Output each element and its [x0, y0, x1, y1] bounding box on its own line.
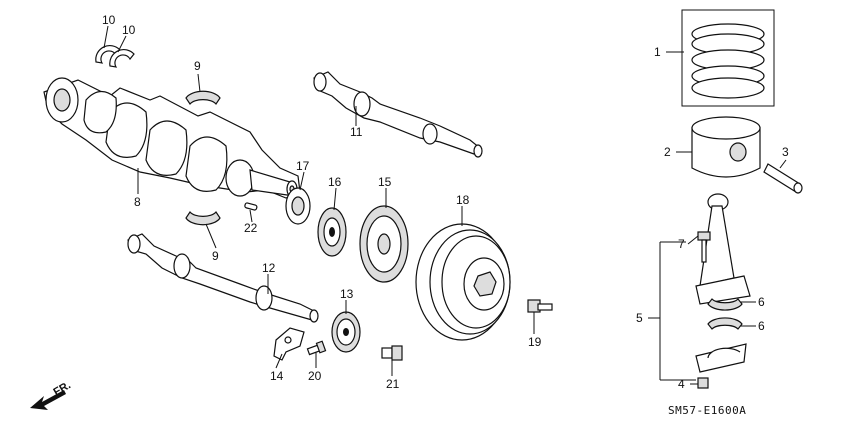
rod-bearing-upper[interactable] — [707, 298, 743, 311]
pulley-bolt[interactable] — [527, 299, 553, 313]
woodruff-key[interactable] — [244, 202, 258, 211]
crankshaft-pulley[interactable] — [415, 223, 511, 341]
callout-18: 18 — [456, 193, 470, 207]
callout-10b: 10 — [122, 23, 136, 37]
piston-pin[interactable] — [763, 163, 803, 194]
connecting-rod[interactable] — [695, 193, 751, 305]
rod-bearing-lower[interactable] — [707, 317, 743, 330]
callout-8: 8 — [134, 195, 141, 209]
callout-7: 7 — [678, 237, 685, 251]
callout-10a: 10 — [102, 13, 116, 27]
balancer-shaft-upper[interactable] — [313, 71, 483, 158]
piston-ring-set[interactable] — [681, 9, 775, 107]
diagram-code: SM57-E1600A — [668, 404, 746, 417]
crank-washer[interactable] — [285, 187, 311, 225]
callout-12: 12 — [262, 261, 276, 275]
callout-9a: 9 — [194, 59, 201, 73]
connecting-rod-cap[interactable] — [695, 343, 747, 373]
main-bearing-upper[interactable] — [185, 90, 221, 106]
leader-lines — [103, 25, 787, 385]
callout-13: 13 — [340, 287, 354, 301]
thrust-washer-pair[interactable] — [95, 44, 135, 68]
oil-pump-chain-guide[interactable] — [273, 327, 305, 361]
balancer-drive-gear[interactable] — [331, 311, 361, 353]
main-bearing-lower[interactable] — [185, 210, 221, 226]
callout-9b: 9 — [212, 249, 219, 263]
crankshaft[interactable] — [43, 77, 301, 199]
callout-16: 16 — [328, 175, 342, 189]
callout-labels: 1 2 3 4 5 6 6 7 8 9 9 10 10 11 12 13 14 … — [102, 13, 789, 391]
callout-17: 17 — [296, 159, 310, 173]
callout-15: 15 — [378, 175, 392, 189]
front-arrow: FR. — [30, 379, 73, 410]
bolt-21[interactable] — [381, 345, 403, 361]
piston[interactable] — [691, 116, 761, 178]
callout-21: 21 — [386, 377, 400, 391]
callout-6a: 6 — [758, 295, 765, 309]
callout-19: 19 — [528, 335, 542, 349]
callout-20: 20 — [308, 369, 322, 383]
bolt-20[interactable] — [306, 340, 327, 356]
callout-4: 4 — [678, 377, 685, 391]
callout-5: 5 — [636, 311, 643, 325]
callout-2: 2 — [664, 145, 671, 159]
callout-14: 14 — [270, 369, 284, 383]
balancer-shaft-lower[interactable] — [127, 233, 319, 323]
front-arrow-icon — [30, 390, 66, 410]
callout-1: 1 — [654, 45, 661, 59]
rod-nut[interactable] — [697, 377, 709, 389]
callout-11: 11 — [350, 125, 363, 139]
timing-sprocket[interactable] — [317, 207, 347, 257]
front-label: FR. — [52, 379, 73, 398]
timing-belt-pulley[interactable] — [359, 205, 409, 283]
callout-6b: 6 — [758, 319, 765, 333]
callout-22: 22 — [244, 221, 258, 235]
callout-3: 3 — [782, 145, 789, 159]
